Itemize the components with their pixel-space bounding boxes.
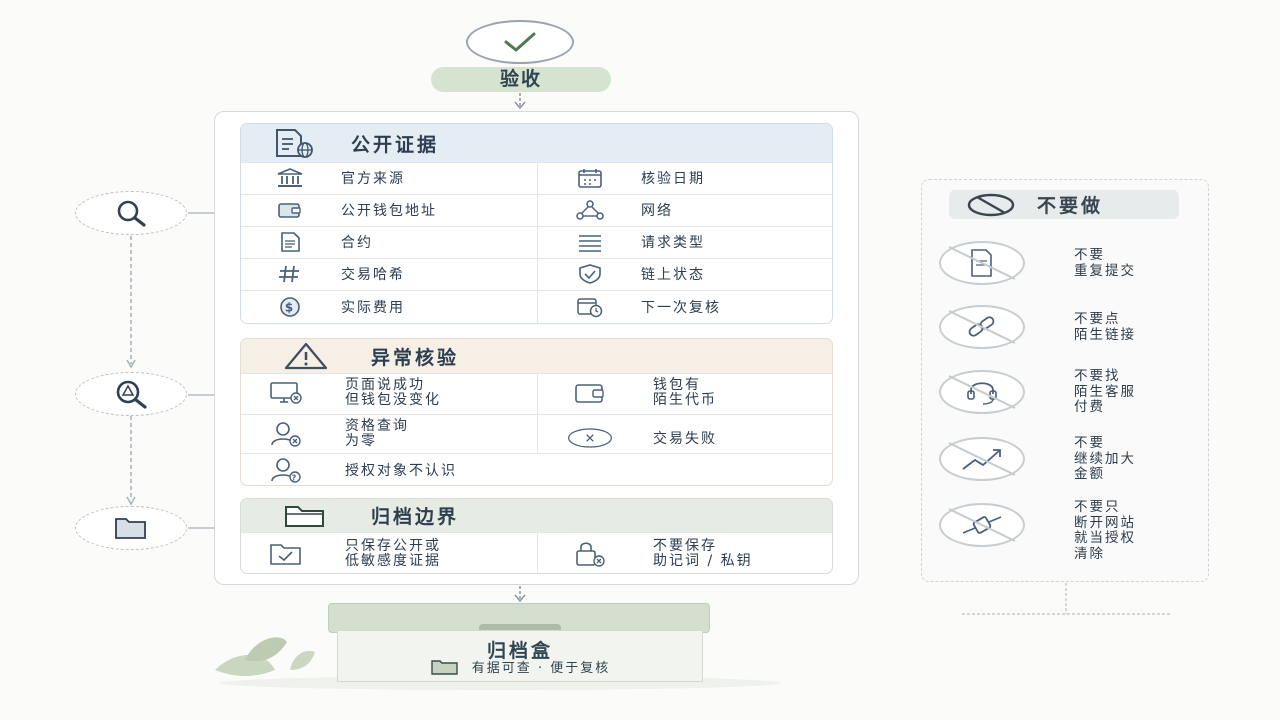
anomaly-item-label: 钱包有 陌生代币 <box>653 377 717 408</box>
evidence-item-label: 合约 <box>341 235 373 251</box>
anomaly-item: 钱包有 陌生代币 <box>567 378 717 408</box>
dont-title: 不要做 <box>1037 195 1104 217</box>
folder-icon <box>241 503 371 529</box>
archive-item: 只保存公开或 低敏感度证据 <box>263 539 441 569</box>
anomaly-item-label: 交易失败 <box>653 431 717 447</box>
evidence-item-label: 实际费用 <box>341 300 405 316</box>
folder-icon <box>431 659 458 675</box>
lock-x-icon <box>567 540 613 568</box>
evidence-item-label: 网络 <box>641 203 673 219</box>
archive-box <box>337 630 703 682</box>
folder-check-icon <box>263 541 309 567</box>
dont-item-label: 不要找 陌生客服 付费 <box>1074 368 1136 415</box>
monitor-error-icon <box>263 381 309 405</box>
anomaly-item-label: 授权对象不认识 <box>345 463 457 479</box>
warning-search-icon <box>116 380 147 409</box>
archive-item-label: 只保存公开或 低敏感度证据 <box>345 538 441 569</box>
evidence-item: 交易哈希 <box>267 264 405 284</box>
archive-header: 归档边界 <box>241 499 832 532</box>
svg-text:?: ? <box>292 474 299 483</box>
warning-icon <box>241 342 371 370</box>
evidence-item-label: 核验日期 <box>641 171 705 187</box>
prohibited-icon <box>967 193 1015 216</box>
no-support-icon <box>939 370 1025 414</box>
svg-text:$: $ <box>285 301 295 315</box>
warning-search-circle <box>75 372 187 416</box>
evidence-item: $ 实际费用 <box>267 296 405 318</box>
evidence-item-label: 下一次复核 <box>641 300 721 316</box>
anomaly-item: 资格查询 为零 <box>263 419 409 449</box>
check-icon <box>504 32 536 52</box>
evidence-item-label: 官方来源 <box>341 171 405 187</box>
folder-icon <box>115 518 146 539</box>
dont-header: 不要做 <box>949 190 1179 219</box>
evidence-title: 公开证据 <box>351 133 440 156</box>
no-disconnect-icon <box>939 503 1025 547</box>
dollar-icon: $ <box>267 296 313 318</box>
evidence-item: 公开钱包地址 <box>267 200 437 220</box>
anomaly-grid: 页面说成功 但钱包没变化 钱包有 陌生代币 资格查询 为零 交易失败 ? 授权对… <box>241 373 832 485</box>
archive-box-title: 归档盒 <box>486 640 553 662</box>
anomaly-header: 异常核验 <box>241 339 832 373</box>
anomaly-item: 页面说成功 但钱包没变化 <box>263 378 441 408</box>
evidence-item: 官方来源 <box>267 168 405 188</box>
wallet-icon <box>267 200 313 220</box>
calendar-icon <box>567 168 613 188</box>
document-globe-icon <box>241 128 351 158</box>
wallet-icon <box>567 381 613 405</box>
anomaly-item-label: 资格查询 为零 <box>345 418 409 449</box>
evidence-item-label: 请求类型 <box>641 235 705 251</box>
evidence-grid: 官方来源 核验日期 公开钱包地址 网络 合约 请求类型 交易哈希 链上状 <box>241 162 832 323</box>
leaf-decoration <box>215 637 315 676</box>
archive-title: 归档边界 <box>371 506 460 528</box>
evidence-header: 公开证据 <box>241 124 832 162</box>
hash-icon <box>267 264 313 284</box>
evidence-section: 公开证据 官方来源 核验日期 公开钱包地址 网络 合约 <box>240 123 833 324</box>
accept-label: 验收 <box>431 67 611 92</box>
list-icon <box>567 232 613 252</box>
bank-icon <box>267 168 313 188</box>
archive-section: 归档边界 只保存公开或 低敏感度证据 不要保存 助记词 / 私钥 <box>240 498 833 574</box>
archive-item: 不要保存 助记词 / 私钥 <box>567 539 753 569</box>
evidence-item: 核验日期 <box>567 168 705 188</box>
x-circle-icon <box>567 425 613 451</box>
anomaly-item-label: 页面说成功 但钱包没变化 <box>345 377 441 408</box>
user-question-icon: ? <box>263 457 309 483</box>
evidence-item: 下一次复核 <box>567 296 721 318</box>
archive-box-subtitle-row: 有据可查 · 便于复核 <box>337 657 703 676</box>
dont-item-label: 不要只 断开网站 就当授权 清除 <box>1074 499 1136 562</box>
evidence-item: 请求类型 <box>567 232 705 252</box>
search-circle <box>75 191 187 235</box>
archive-item-label: 不要保存 助记词 / 私钥 <box>653 538 753 569</box>
network-icon <box>567 200 613 220</box>
archive-box-subtitle: 有据可查 · 便于复核 <box>471 661 611 676</box>
no-resubmit-icon <box>939 241 1025 285</box>
evidence-item-label: 链上状态 <box>641 267 705 283</box>
contract-icon <box>267 232 313 252</box>
dont-item-label: 不要 重复提交 <box>1074 247 1136 279</box>
evidence-item: 网络 <box>567 200 673 220</box>
dont-item-label: 不要点 陌生链接 <box>1074 311 1136 343</box>
anomaly-section: 异常核验 页面说成功 但钱包没变化 钱包有 陌生代币 资格查询 为零 交易失败 … <box>240 338 833 486</box>
search-icon <box>117 200 146 227</box>
evidence-item-label: 公开钱包地址 <box>341 203 437 219</box>
evidence-item: 合约 <box>267 232 373 252</box>
evidence-item: 链上状态 <box>567 264 705 284</box>
archive-box-lid <box>328 603 710 633</box>
dont-item-label: 不要 继续加大 金额 <box>1074 435 1136 482</box>
user-x-icon <box>263 421 309 447</box>
anomaly-title: 异常核验 <box>371 346 460 369</box>
anomaly-item: 交易失败 <box>567 425 717 451</box>
evidence-item-label: 交易哈希 <box>341 267 405 283</box>
archive-grid: 只保存公开或 低敏感度证据 不要保存 助记词 / 私钥 <box>241 532 832 573</box>
check-circle <box>466 20 574 64</box>
calendar-clock-icon <box>567 296 613 318</box>
no-increase-icon <box>939 437 1025 481</box>
no-link-icon <box>939 305 1025 349</box>
anomaly-item: ? 授权对象不认识 <box>263 457 457 483</box>
shield-check-icon <box>567 264 613 284</box>
folder-circle <box>75 506 187 550</box>
